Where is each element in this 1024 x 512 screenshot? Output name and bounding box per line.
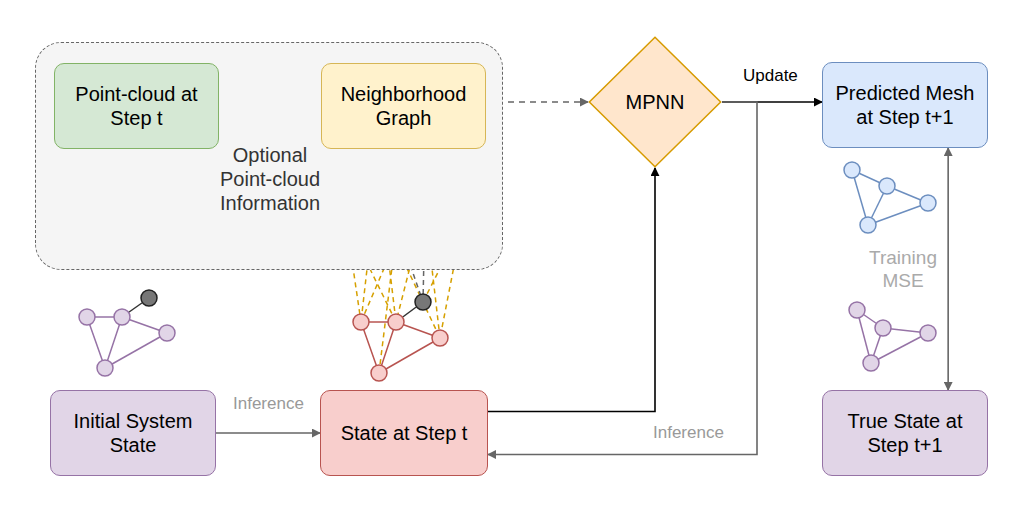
decision-diamond: MPNN [588,36,722,168]
predicted-graph-figure [852,170,928,225]
node-label: Neighborhood Graph [329,82,478,130]
connector-arrow [488,168,655,412]
graph-nodes [844,162,936,233]
process-box: True State at Step t+1 [822,390,988,476]
graph-nodes [79,309,175,376]
edge-label: Inference [651,423,726,443]
node-label: True State at Step t+1 [830,409,980,457]
black-node [141,290,157,306]
process-box: Point-cloud at Step t [54,63,219,149]
edge-label: Update [741,66,800,86]
edge-label: Inference [231,394,306,414]
initial-graph-figure [87,317,167,368]
connector-arrow [947,148,949,390]
black-node [415,294,431,310]
node-label: Point-cloud at Step t [62,82,211,130]
node-label: Predicted Mesh at Step t+1 [830,81,980,129]
connector-arrow [216,432,320,434]
process-box: State at Step t [320,390,488,476]
node-label: State at Step t [341,421,468,445]
graph-nodes [849,302,936,371]
region-label: Optional Point-cloud Information [214,143,326,215]
graph-nodes [353,314,448,381]
node-label: MPNN [626,90,685,114]
process-box: Predicted Mesh at Step t+1 [822,62,988,148]
process-box: Initial System State [50,390,216,476]
optional-region: Optional Point-cloud InformationPoint-cl… [35,42,503,270]
edge-label: Training MSE [861,247,945,293]
state-graph-figure [361,322,440,373]
node-label: Initial System State [58,409,208,457]
connector-arrow [488,102,757,455]
process-box: Neighborhood Graph [321,63,486,149]
